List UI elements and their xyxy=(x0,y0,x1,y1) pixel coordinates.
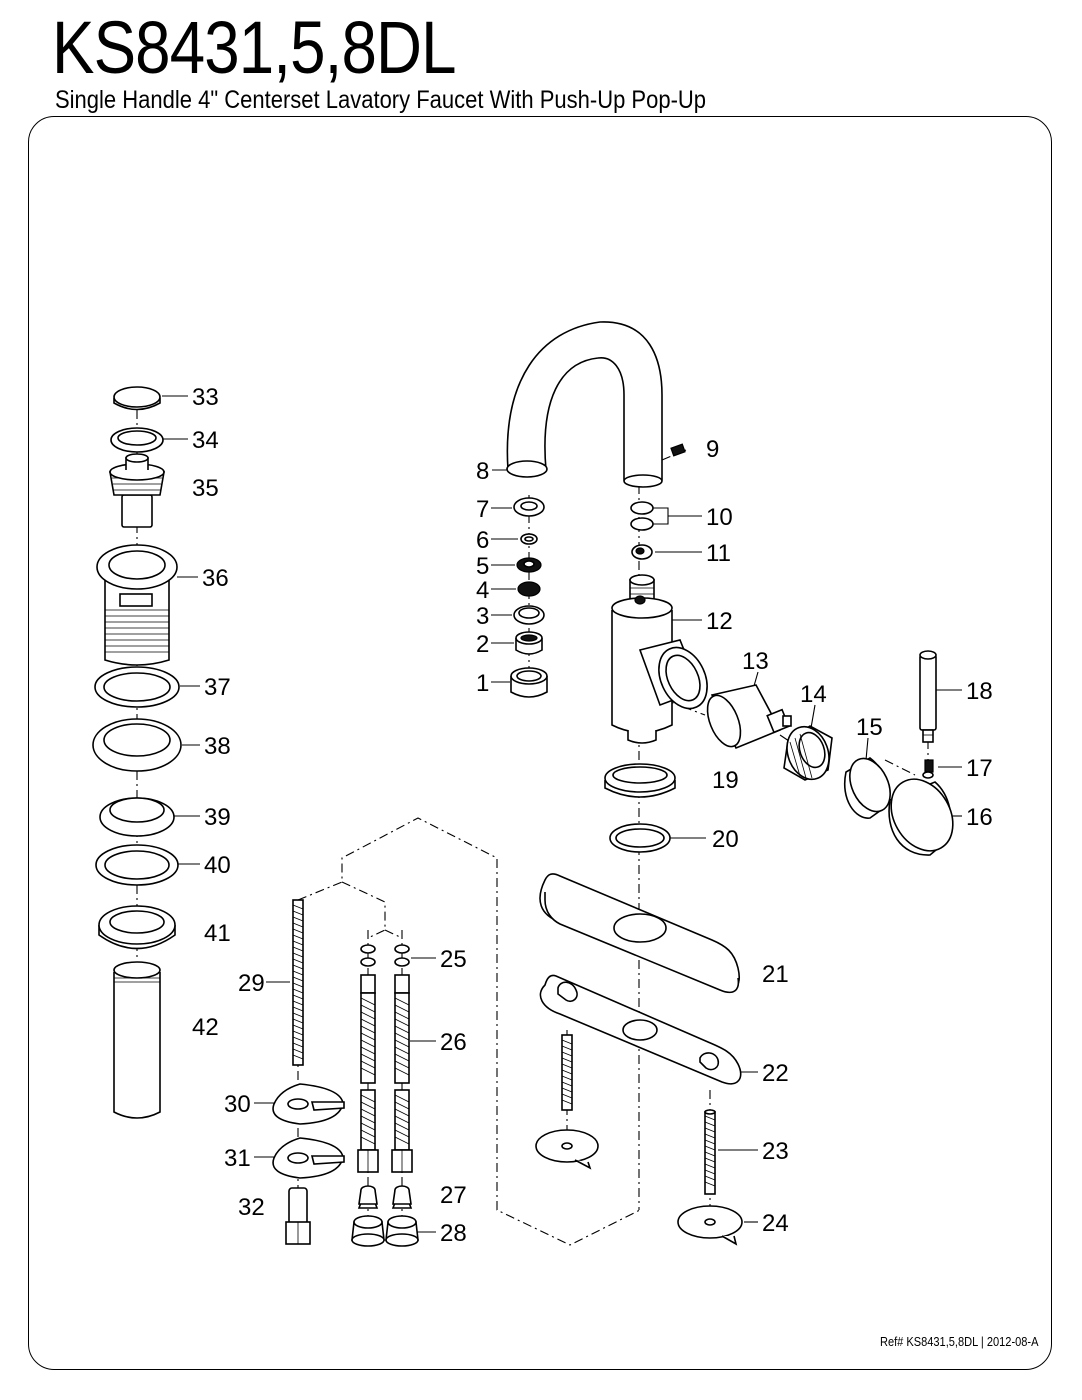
label-part-13: 13 xyxy=(742,648,769,675)
part-40-washer xyxy=(95,844,179,886)
part-12-faucet-body xyxy=(611,574,708,744)
part-39-friction-washer xyxy=(99,797,175,837)
label-part-19: 19 xyxy=(712,767,739,794)
part-2-aerator-insert xyxy=(515,631,543,655)
part-6-o-ring xyxy=(520,533,538,545)
label-part-38: 38 xyxy=(204,733,231,760)
part-31-horseshoe-washer xyxy=(272,1137,345,1179)
part-15-handle-cap xyxy=(843,757,891,819)
part-20-o-ring-gasket xyxy=(609,823,671,853)
label-part-26: 26 xyxy=(440,1029,467,1056)
label-part-37: 37 xyxy=(204,674,231,701)
label-part-41: 41 xyxy=(204,920,231,947)
part-5-screen xyxy=(516,557,542,573)
part-14-bonnet-nut xyxy=(783,725,833,781)
label-part-33: 33 xyxy=(192,384,219,411)
spout-assembly xyxy=(506,321,686,698)
label-part-42: 42 xyxy=(192,1014,219,1041)
label-part-12: 12 xyxy=(706,608,733,635)
label-part-29: 29 xyxy=(238,970,265,997)
label-part-17: 17 xyxy=(966,755,993,782)
model-number: KS8431,5,8DL xyxy=(52,6,457,89)
left-mounting-stud xyxy=(535,1034,599,1170)
label-part-6: 6 xyxy=(476,527,489,554)
part-32-mounting-nut xyxy=(285,1187,311,1245)
part-18-handle-lever xyxy=(919,650,937,743)
label-part-14: 14 xyxy=(800,681,827,708)
label-part-24: 24 xyxy=(762,1210,789,1237)
part-21-deck-plate xyxy=(539,873,740,994)
part-42-tailpiece xyxy=(113,961,161,1119)
label-part-1: 1 xyxy=(476,670,489,697)
part-8-spout xyxy=(506,321,663,488)
part-9-set-screw xyxy=(670,443,686,457)
label-part-40: 40 xyxy=(204,852,231,879)
label-part-31: 31 xyxy=(224,1145,251,1172)
part-35-pop-up-core xyxy=(109,453,165,528)
product-description: Single Handle 4" Centerset Lavatory Fauc… xyxy=(55,86,707,114)
reference-code: Ref# KS8431,5,8DL | 2012-08-A xyxy=(879,1334,1038,1349)
part-33-stopper-cap xyxy=(113,386,161,411)
faucet-body-assembly xyxy=(535,501,954,1246)
part-19-base-ring xyxy=(604,763,676,798)
part-28-compression-nuts xyxy=(351,1215,419,1247)
part-16-handle-body xyxy=(888,771,954,856)
label-part-7: 7 xyxy=(476,496,489,523)
label-part-30: 30 xyxy=(224,1091,251,1118)
part-30-horseshoe-washer xyxy=(272,1083,345,1125)
label-part-3: 3 xyxy=(476,603,489,630)
part-11-retaining-ring xyxy=(631,544,653,560)
label-part-22: 22 xyxy=(762,1060,789,1087)
part-26-braided-supply-hoses xyxy=(357,974,413,1173)
label-part-4: 4 xyxy=(476,577,489,604)
part-24-mounting-plate xyxy=(677,1205,743,1246)
label-part-16: 16 xyxy=(966,804,993,831)
label-part-18: 18 xyxy=(966,678,993,705)
label-part-28: 28 xyxy=(440,1220,467,1247)
part-36-drain-body xyxy=(96,544,178,666)
label-part-32: 32 xyxy=(238,1194,265,1221)
part-29-threaded-rod xyxy=(292,899,304,1066)
label-part-23: 23 xyxy=(762,1138,789,1165)
supply-and-mounting-hardware xyxy=(272,899,419,1247)
label-part-35: 35 xyxy=(192,475,219,502)
part-38-cone-washer xyxy=(92,718,182,772)
label-part-9: 9 xyxy=(706,436,719,463)
part-34-stopper-ring xyxy=(110,427,164,453)
part-1-aerator-housing xyxy=(510,667,548,698)
label-part-34: 34 xyxy=(192,427,219,454)
label-part-27: 27 xyxy=(440,1182,467,1209)
label-part-2: 2 xyxy=(476,631,489,658)
label-part-15: 15 xyxy=(856,714,883,741)
label-part-39: 39 xyxy=(204,804,231,831)
label-part-11: 11 xyxy=(706,540,731,567)
part-25-o-rings xyxy=(360,944,410,967)
label-part-5: 5 xyxy=(476,553,489,580)
part-3-washer xyxy=(513,605,545,625)
part-27-ferrules xyxy=(357,1185,413,1209)
drain-assembly xyxy=(92,386,182,1119)
label-part-20: 20 xyxy=(712,826,739,853)
label-part-36: 36 xyxy=(202,565,229,592)
part-7-washer xyxy=(513,497,545,517)
part-41-lock-nut xyxy=(98,905,176,950)
part-10-o-rings xyxy=(630,501,654,531)
part-number-labels: 33 34 35 36 37 38 39 40 41 42 29 30 31 3… xyxy=(192,384,993,1247)
label-part-8: 8 xyxy=(476,458,489,485)
part-37-gasket xyxy=(94,666,180,708)
diagram-frame xyxy=(28,116,1052,1370)
part-22-plate-gasket xyxy=(539,974,742,1085)
part-13-cartridge xyxy=(706,684,792,750)
part-17-handle-set-screw xyxy=(924,759,934,773)
part-4-disk xyxy=(517,581,541,597)
part-23-mounting-stud xyxy=(704,1109,716,1195)
label-part-25: 25 xyxy=(440,946,467,973)
label-part-10: 10 xyxy=(706,504,733,531)
label-part-21: 21 xyxy=(762,961,789,988)
